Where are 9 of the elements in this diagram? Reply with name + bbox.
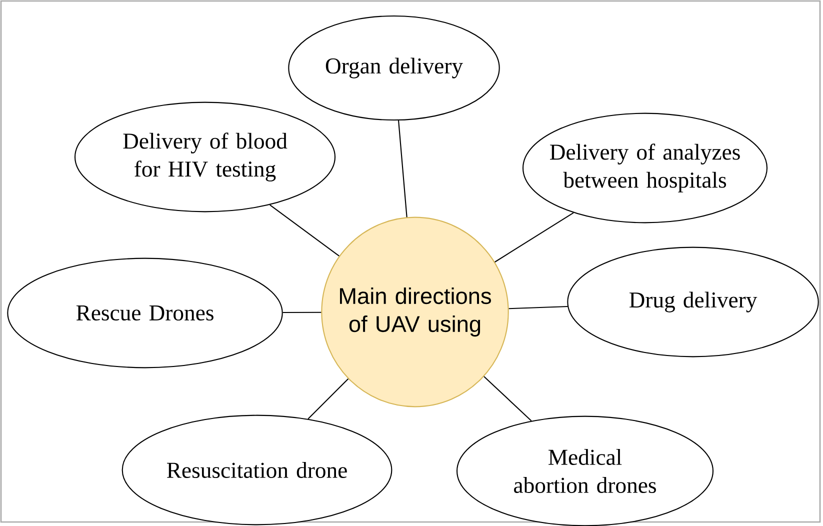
- connector-line: [508, 306, 568, 310]
- connector-line: [282, 312, 322, 314]
- node-label: Medical abortion drones: [514, 449, 656, 493]
- connector-line: [484, 376, 532, 422]
- connector-line: [270, 204, 340, 256]
- connector-line: [398, 120, 408, 218]
- connector-line: [494, 212, 574, 262]
- node-label: Resuscitation drone: [167, 462, 347, 478]
- connector-line: [308, 378, 349, 420]
